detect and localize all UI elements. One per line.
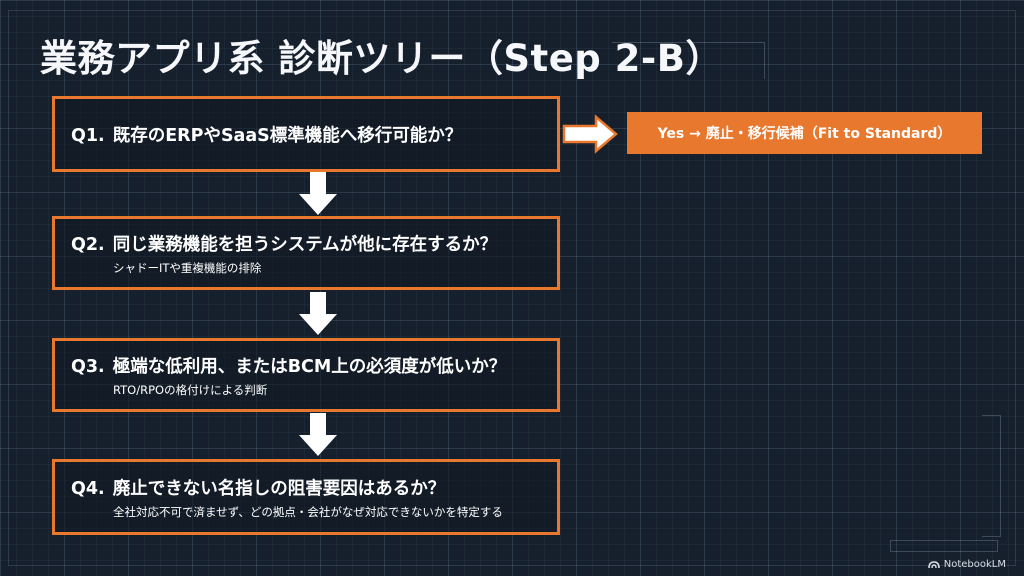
branding-label: NotebookLM	[943, 559, 1006, 570]
question-text-q2: Q2. 同じ業務機能を担うシステムが他に存在するか？	[71, 231, 541, 256]
question-label: 同じ業務機能を担うシステムが他に存在するか？	[112, 234, 498, 255]
question-subtext-q4: 全社対応不可で済ませず、どの拠点・会社がなぜ対応できないかを特定する	[113, 504, 503, 519]
question-number: Q2.	[71, 234, 105, 255]
question-box-q2: Q2. 同じ業務機能を担うシステムが他に存在するか？ シャドーITや重複機能の排除	[52, 216, 560, 290]
question-number: Q4.	[71, 478, 105, 499]
question-subtext-q2: シャドーITや重複機能の排除	[113, 260, 262, 275]
question-label: 極端な低利用、またはBCM上の必須度が低いか？	[112, 356, 507, 377]
decorative-line-bottom	[890, 540, 998, 552]
question-number: Q1.	[71, 125, 105, 146]
notebooklm-logo-icon	[927, 561, 940, 569]
yes-result-box: Yes → 廃止・移行候補（Fit to Standard）	[627, 112, 982, 154]
notebooklm-branding: NotebookLM	[927, 559, 1006, 570]
question-number: Q3.	[71, 356, 105, 377]
question-box-q4: Q4. 廃止できない名指しの阻害要因はあるか？ 全社対応不可で済ませず、どの拠点・…	[52, 459, 560, 535]
question-label: 既存のERPやSaaS標準機能へ移行可能か？	[112, 125, 463, 146]
down-arrow-icon	[299, 172, 337, 215]
down-arrow-icon	[299, 292, 337, 335]
question-text-q4: Q4. 廃止できない名指しの阻害要因はあるか？	[71, 475, 541, 500]
down-arrow-icon	[299, 413, 337, 456]
decorative-corner-top	[612, 42, 765, 79]
question-label: 廃止できない名指しの阻害要因はあるか？	[112, 478, 446, 499]
question-subtext-q3: RTO/RPOの格付けによる判断	[113, 382, 268, 397]
question-text-q3: Q3. 極端な低利用、またはBCM上の必須度が低いか？	[71, 353, 541, 378]
right-arrow-icon	[562, 114, 618, 154]
page-title: 業務アプリ系 診断ツリー（Step 2-B）	[40, 37, 723, 80]
question-text-q1: Q1. 既存のERPやSaaS標準機能へ移行可能か？	[71, 122, 541, 147]
decorative-bracket-right	[982, 415, 1001, 537]
question-box-q1: Q1. 既存のERPやSaaS標準機能へ移行可能か？	[52, 96, 560, 172]
question-box-q3: Q3. 極端な低利用、またはBCM上の必須度が低いか？ RTO/RPOの格付けによ…	[52, 338, 560, 412]
